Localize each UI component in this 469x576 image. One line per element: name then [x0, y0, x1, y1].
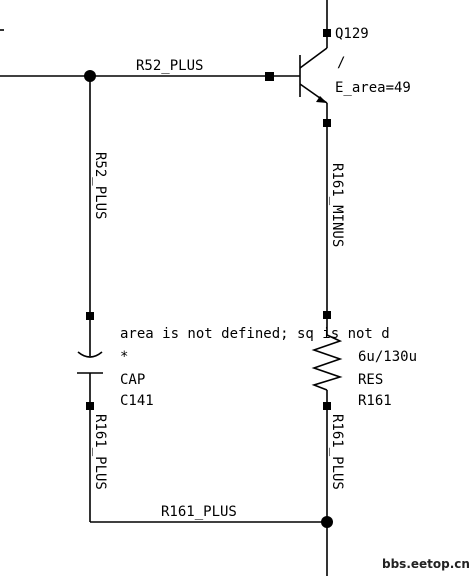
resistor-type-label: RES — [358, 372, 383, 388]
watermark-text: bbs.eetop.cn — [382, 557, 469, 571]
pin-square[interactable] — [86, 312, 94, 320]
message-text: area is not defined; sq is not d — [120, 326, 390, 342]
pin-square[interactable] — [265, 72, 274, 81]
wires — [0, 0, 328, 576]
pins — [84, 29, 333, 528]
net-label-left-vertical: R52_PLUS — [92, 152, 108, 219]
net-label-cap-bottom: R161_PLUS — [92, 414, 108, 490]
net-label-top-horizontal: R52_PLUS — [136, 58, 203, 74]
pin-square[interactable] — [323, 311, 331, 319]
resistor-ref-label: R161 — [358, 393, 392, 409]
pin-square[interactable] — [86, 402, 94, 410]
resistor-size-label: 6u/130u — [358, 349, 417, 365]
capacitor-asterisk: * — [120, 349, 128, 365]
resistor-zigzag — [311, 334, 343, 391]
transistor-collector-leg — [299, 47, 328, 69]
net-label-bottom-horizontal: R161_PLUS — [161, 504, 237, 520]
capacitor-ref-label: C141 — [120, 393, 154, 409]
transistor-slash-label: / — [337, 55, 345, 71]
pin-square[interactable] — [323, 119, 331, 127]
pin-square[interactable] — [323, 29, 331, 37]
junction-dot[interactable] — [321, 516, 333, 528]
transistor-ref-label: Q129 — [335, 26, 369, 42]
capacitor-type-label: CAP — [120, 372, 145, 388]
labels: Q129 / E_area=49 R52_PLUS R161_PLUS R52_… — [92, 26, 469, 571]
net-label-res-bottom: R161_PLUS — [329, 414, 345, 490]
capacitor-curved-plate — [77, 351, 103, 358]
transistor-emitter-arrow — [316, 96, 327, 103]
capacitor-c141[interactable] — [77, 351, 103, 374]
pin-square[interactable] — [323, 402, 331, 410]
transistor-q129[interactable] — [299, 47, 328, 110]
transistor-param-label: E_area=49 — [335, 80, 411, 96]
resistor-r161[interactable] — [311, 334, 343, 391]
net-label-right-vertical: R161_MINUS — [329, 163, 345, 247]
junction-dot[interactable] — [84, 70, 96, 82]
